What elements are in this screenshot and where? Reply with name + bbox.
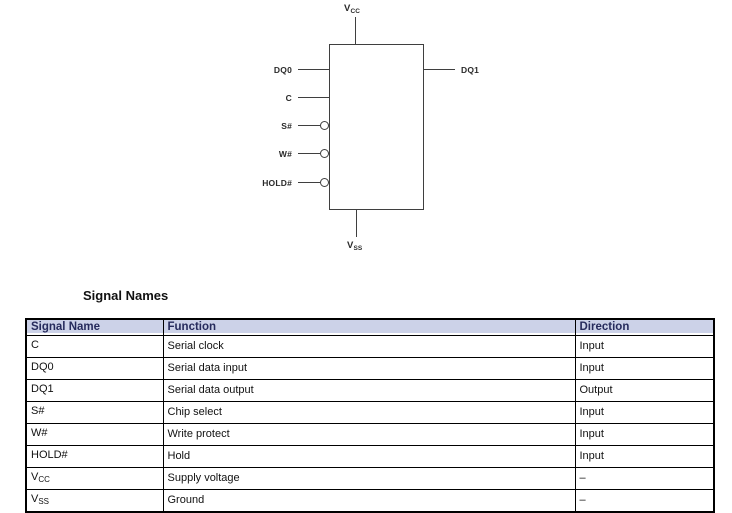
datasheet-page: VCC DQ0 C S# W# HOLD# DQ1 VSS Signal Nam… (25, 2, 715, 513)
direction-cell: Input (574, 357, 715, 380)
signal-cell: S# (25, 401, 164, 424)
vcc-label-main: V (344, 3, 351, 14)
pin-line-s (298, 125, 320, 127)
signal-cell: VSS (25, 489, 164, 513)
pin-label-w: W# (278, 149, 292, 159)
table-row: DQ0 Serial data input Input (25, 357, 715, 380)
table-row: S# Chip select Input (25, 401, 715, 424)
pin-line-dq0 (298, 69, 329, 71)
table-header-row: Signal Name Function Direction (25, 318, 715, 336)
function-cell: Write protect (162, 423, 576, 446)
vss-pin-line (356, 210, 358, 237)
column-header-signal-name: Signal Name (25, 318, 164, 336)
pin-line-hold (298, 182, 320, 184)
signal-subscript: CC (38, 475, 50, 484)
table-row: C Serial clock Input (25, 335, 715, 358)
active-low-bubble-hold (320, 178, 329, 187)
signal-cell: W# (25, 423, 164, 446)
vcc-label-sub: CC (350, 8, 360, 15)
function-cell: Serial clock (162, 335, 576, 358)
vcc-label: VCC (344, 2, 360, 18)
direction-cell: Input (574, 335, 715, 358)
signal-cell: DQ1 (25, 379, 164, 402)
pin-line-dq1 (424, 69, 455, 71)
direction-cell: – (574, 489, 715, 513)
function-cell: Serial data input (162, 357, 576, 380)
direction-cell: Input (574, 401, 715, 424)
table-row: VSS Ground – (25, 489, 715, 513)
function-cell: Supply voltage (162, 467, 576, 490)
pin-line-w (298, 153, 320, 155)
signal-text: S# (31, 405, 45, 417)
signal-text: DQ1 (31, 383, 54, 395)
pin-label-hold: HOLD# (262, 178, 292, 188)
signal-table: Signal Name Function Direction C Serial … (25, 318, 715, 513)
vss-label-main: V (347, 240, 354, 251)
table-row: DQ1 Serial data output Output (25, 379, 715, 402)
function-cell: Serial data output (162, 379, 576, 402)
signal-text: DQ0 (31, 361, 54, 373)
table-row: VCC Supply voltage – (25, 467, 715, 490)
table-row: HOLD# Hold Input (25, 445, 715, 468)
vss-label: VSS (347, 239, 362, 255)
signal-text: W# (31, 427, 48, 439)
column-header-function: Function (162, 318, 576, 336)
vss-label-sub: SS (353, 245, 363, 252)
pin-label-dq0: DQ0 (273, 65, 292, 75)
vcc-pin-line (355, 17, 357, 44)
signal-text: V (31, 471, 39, 483)
signal-names-heading: Signal Names (83, 288, 169, 303)
signal-text: HOLD# (31, 449, 68, 461)
pin-label-dq1: DQ1 (461, 65, 480, 75)
direction-cell: – (574, 467, 715, 490)
signal-cell: HOLD# (25, 445, 164, 468)
function-cell: Ground (162, 489, 576, 513)
column-header-direction: Direction (574, 318, 715, 336)
function-cell: Chip select (162, 401, 576, 424)
pin-label-s: S# (281, 121, 292, 131)
pin-line-c (298, 97, 329, 99)
table-row: W# Write protect Input (25, 423, 715, 446)
function-cell: Hold (162, 445, 576, 468)
signal-text: C (31, 339, 39, 351)
signal-cell: C (25, 335, 164, 358)
chip-body (329, 44, 424, 210)
active-low-bubble-s (320, 121, 329, 130)
direction-cell: Output (574, 379, 715, 402)
signal-cell: VCC (25, 467, 164, 490)
direction-cell: Input (574, 445, 715, 468)
direction-cell: Input (574, 423, 715, 446)
signal-text: V (31, 493, 39, 505)
pin-label-c: C (285, 93, 292, 103)
logic-diagram: VCC DQ0 C S# W# HOLD# DQ1 VSS (262, 2, 480, 255)
signal-cell: DQ0 (25, 357, 164, 380)
active-low-bubble-w (320, 149, 329, 158)
